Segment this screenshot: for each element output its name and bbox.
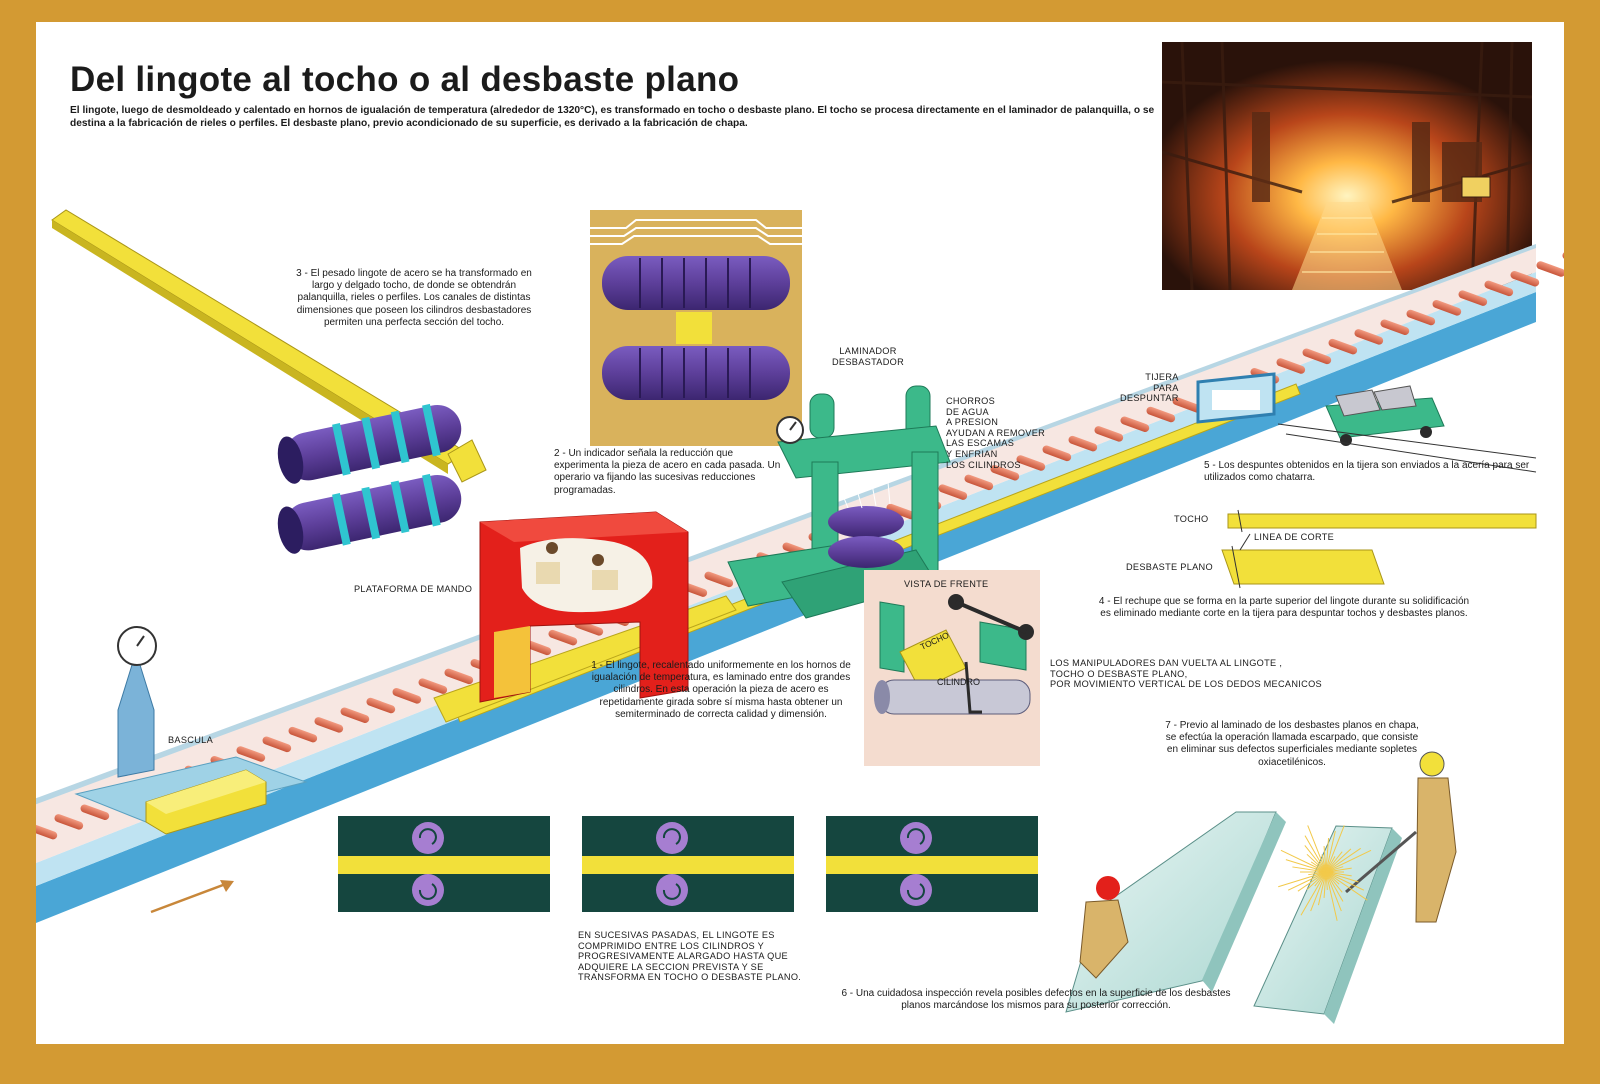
roll-rotation-icon (900, 874, 932, 906)
roller (340, 707, 370, 723)
arrow-icon (150, 880, 234, 914)
roller (1146, 406, 1176, 423)
linea-corte-label: LINEA DE CORTE (1254, 532, 1335, 542)
roller (418, 678, 448, 694)
step5-caption: 5 - Los despuntes obtenidos en la tijera… (1204, 460, 1530, 484)
roller (54, 814, 84, 830)
roller (1380, 319, 1410, 335)
roller (1536, 261, 1564, 277)
pass-panel (338, 816, 550, 912)
roller (964, 474, 994, 491)
roller (444, 668, 474, 685)
rolling-mill-illustration: CILINDRO TOCHO (36, 209, 1564, 1024)
roughing-rolls (277, 403, 462, 554)
roll-rotation-icon (900, 822, 932, 854)
pass-panel (826, 816, 1038, 912)
tocho-label: TOCHO (1174, 514, 1209, 524)
roll-groove-inset (590, 210, 802, 446)
control-platform (479, 511, 689, 703)
roll-rotation-icon (412, 822, 444, 854)
step1-caption: 1 - El lingote, recalentado uniformement… (591, 660, 851, 720)
plataforma-label: PLATAFORMA DE MANDO (354, 584, 473, 594)
scrap-car (1277, 385, 1537, 473)
roughing-mill-stand (727, 385, 951, 619)
tijera-label: TIJERA PARA DESPUNTAR (1120, 372, 1179, 404)
roller (288, 726, 318, 743)
roller (1042, 445, 1072, 462)
roller (886, 503, 916, 520)
roller (262, 736, 292, 753)
roller (1354, 329, 1384, 345)
roller (1094, 426, 1124, 442)
roller (1276, 358, 1306, 374)
roller (314, 717, 344, 733)
roller (1302, 348, 1332, 365)
roller (236, 746, 266, 762)
roller (1328, 338, 1358, 355)
chorros-label: CHORROS DE AGUA A PRESION AYUDAN A REMOV… (946, 396, 1046, 470)
roller (1458, 290, 1488, 306)
roller (1406, 309, 1436, 326)
roll-rotation-icon (656, 822, 688, 854)
step4-caption: 4 - El rechupe que se forma en la parte … (1098, 596, 1470, 620)
roller (548, 629, 578, 646)
pass-panels (338, 816, 1038, 912)
shear-tijera (1196, 372, 1276, 424)
intro-paragraph: El lingote, luego de desmoldeado y calen… (70, 105, 1155, 129)
step3-caption: 3 - El pesado lingote de acero se ha tra… (296, 268, 532, 328)
laminador-label: LAMINADOR DESBASTADOR (832, 346, 905, 367)
pass-panel (582, 816, 794, 912)
roller (1068, 435, 1098, 452)
roller (366, 697, 396, 714)
roll-rotation-icon (412, 874, 444, 906)
front-view-inset (864, 570, 1040, 766)
manipuladores-label: LOS MANIPULADORES DAN VUELTA AL LINGOTE … (1050, 658, 1322, 690)
roller (704, 571, 734, 588)
furnace-photo (1162, 42, 1532, 290)
bascula-label: BASCULA (168, 735, 213, 745)
cilindro-label: CILINDRO (937, 677, 980, 687)
roller (1120, 416, 1150, 432)
cut-line-sketch (1221, 509, 1537, 589)
roller (1172, 397, 1202, 413)
roller (1432, 300, 1462, 316)
roller (392, 688, 422, 704)
roller (938, 484, 968, 500)
desbaste-plano-label: DESBASTE PLANO (1126, 562, 1213, 572)
roller (990, 464, 1020, 481)
vista-frente-label: VISTA DE FRENTE (904, 579, 989, 589)
scale-bascula (74, 626, 308, 835)
roller (1510, 270, 1540, 287)
sucesivas-label: EN SUCESIVAS PASADAS, EL LINGOTE ES COMP… (578, 930, 802, 983)
roller (36, 823, 58, 840)
roller (80, 804, 110, 820)
step6-caption: 6 - Una cuidadosa inspección revela posi… (841, 988, 1231, 1012)
step7-caption: 7 - Previo al laminado de los desbastes … (1165, 720, 1419, 768)
roller (1562, 251, 1564, 268)
brochure-page: Del lingote al tocho o al desbaste plano… (36, 22, 1564, 1044)
roll-rotation-icon (656, 874, 688, 906)
roller (1484, 280, 1514, 297)
step2-caption: 2 - Un indicador señala la reducción que… (554, 448, 781, 496)
page-title: Del lingote al tocho o al desbaste plano (70, 60, 740, 99)
inspection-scene (1065, 751, 1457, 1024)
roller (1016, 455, 1046, 471)
